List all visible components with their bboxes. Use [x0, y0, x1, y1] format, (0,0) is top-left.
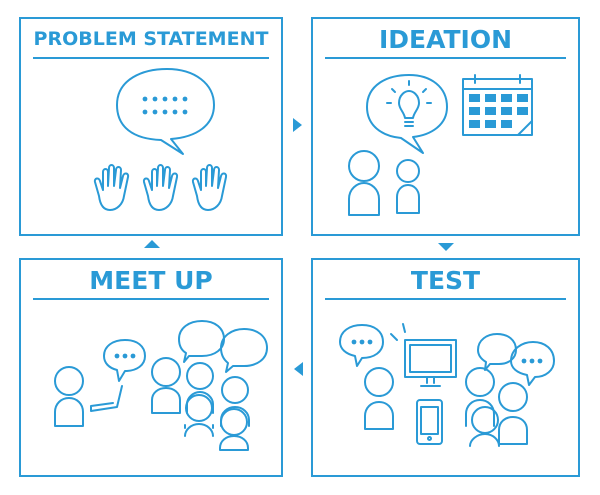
speech-bubble-icon [477, 333, 517, 371]
panel-title: PROBLEM STATEMENT [33, 28, 269, 50]
person-icon [219, 408, 249, 451]
panel-test: TEST [311, 258, 580, 477]
panel-title: IDEATION [378, 25, 513, 54]
speech-bubble-icon [178, 320, 225, 363]
speech-bubble-icon [103, 339, 146, 382]
title-divider [325, 57, 566, 59]
title-divider [325, 298, 566, 300]
panel-meet-up: MEET UP [19, 258, 283, 477]
title-divider [33, 57, 269, 59]
arrow-down-icon [438, 243, 454, 251]
speech-bubble-icon [116, 68, 215, 155]
test-illustration [339, 323, 555, 447]
panel-title: TEST [410, 266, 481, 295]
ideation-illustration [348, 74, 533, 216]
arrow-left-icon [294, 362, 303, 376]
raised-hand-icon [142, 164, 179, 211]
smartphone-icon [416, 399, 443, 445]
panel-title: MEET UP [89, 266, 213, 295]
raised-hand-icon [191, 164, 228, 211]
person-icon [498, 382, 528, 445]
meet-up-illustration [54, 320, 268, 451]
panel-ideation: IDEATION [311, 17, 580, 236]
person-icon [465, 367, 495, 427]
laptop-icon [90, 385, 123, 412]
person-icon [220, 376, 250, 427]
monitor-icon [404, 339, 457, 387]
raised-hand-icon [93, 164, 130, 211]
person-icon [348, 150, 380, 216]
calendar-icon [462, 74, 533, 136]
person-icon [184, 394, 214, 437]
problem-illustration [93, 68, 228, 211]
arrow-right-icon [293, 118, 302, 132]
panel-problem-statement: PROBLEM STATEMENT [19, 17, 283, 236]
person-icon [186, 362, 214, 414]
person-icon [396, 159, 420, 214]
person-icon [364, 367, 394, 430]
lightbulb-icon [366, 74, 448, 154]
person-icon [469, 406, 500, 447]
speech-bubble-icon [510, 341, 555, 386]
person-icon [151, 357, 181, 414]
speech-bubble-icon [220, 328, 268, 373]
person-icon [54, 366, 84, 427]
speech-bubble-icon [339, 324, 384, 367]
sparkle-lines [390, 323, 406, 341]
arrow-up-icon [144, 240, 160, 248]
title-divider [33, 298, 269, 300]
